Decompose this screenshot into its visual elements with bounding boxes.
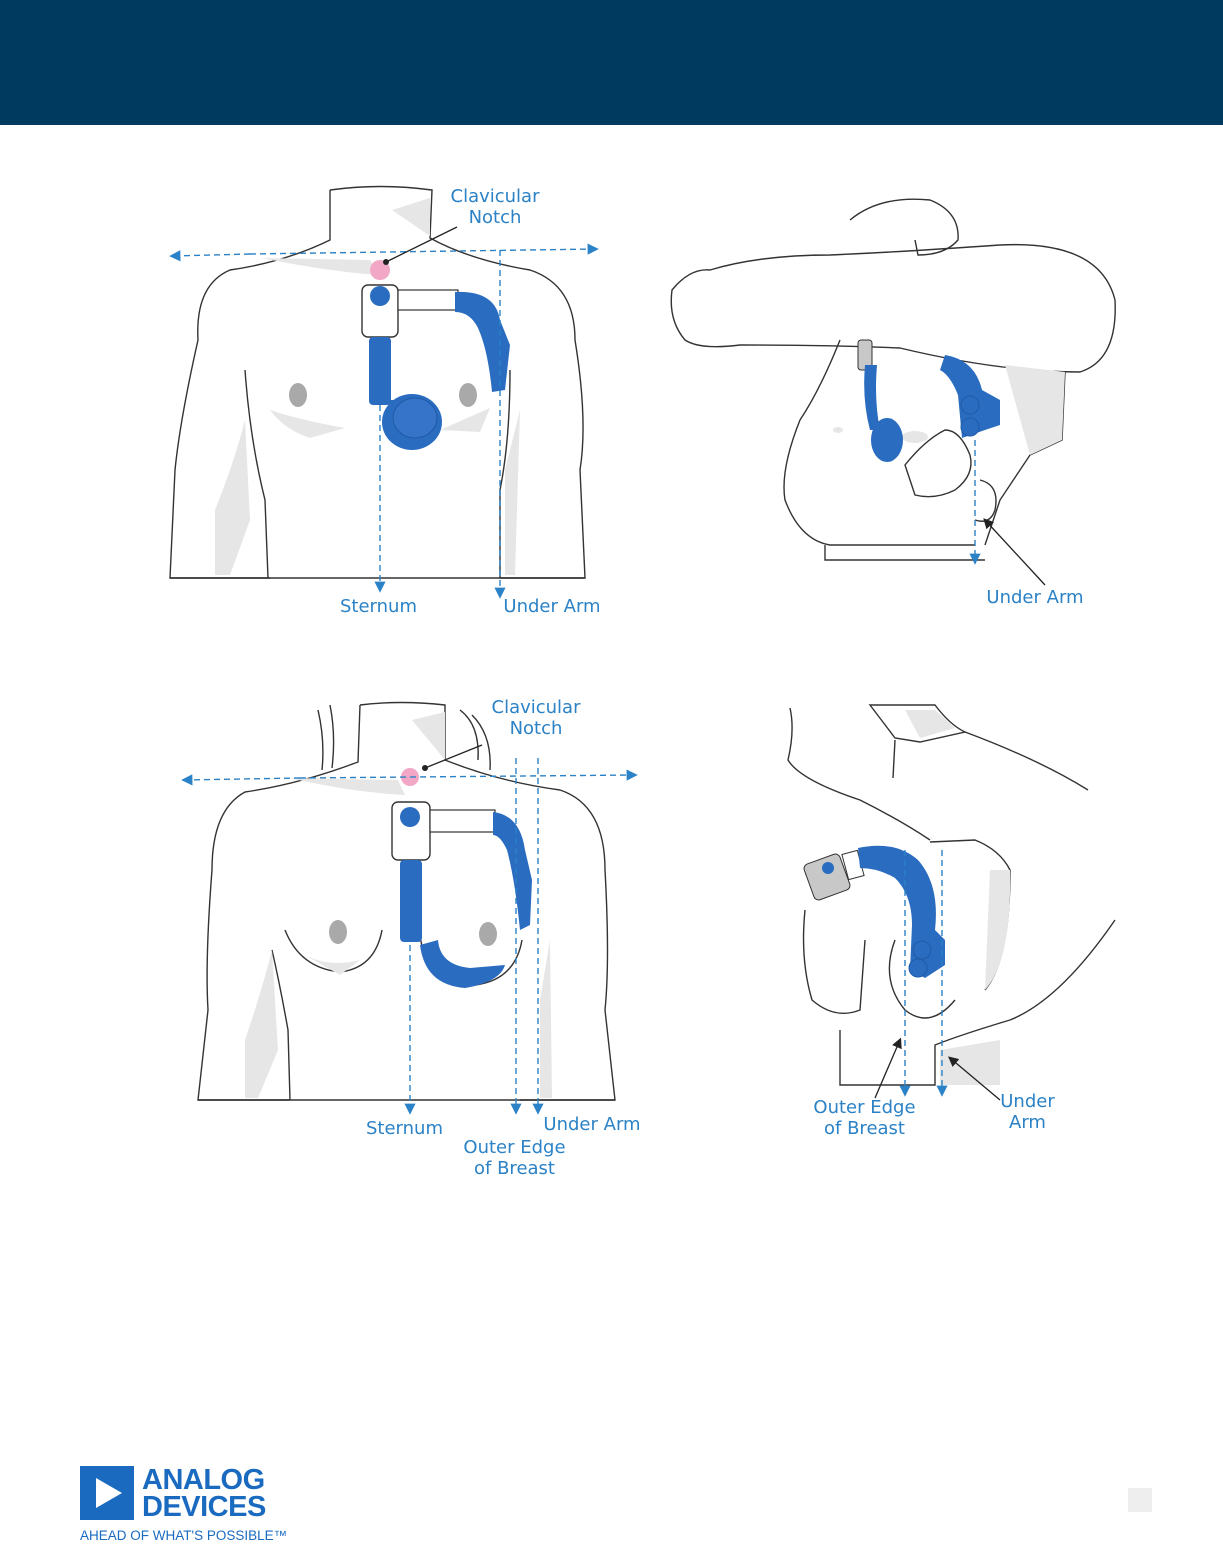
label-outer-edge-side: Outer Edge of Breast	[813, 1097, 916, 1139]
label-sternum-male: Sternum	[340, 596, 417, 617]
label-clavicular-notch-male: Clavicular Notch	[450, 186, 540, 228]
female-side-guide-lines	[899, 850, 948, 1097]
label-under-arm-female: Under Arm	[543, 1114, 641, 1135]
female-torso-shading	[245, 712, 552, 1098]
header-bar	[0, 0, 1223, 125]
female-guide-lines	[181, 758, 638, 1115]
male-notch-pointer	[385, 226, 458, 263]
male-torso-shading	[215, 198, 520, 575]
male-side-arm-raised	[670, 198, 1116, 561]
outer-edge-pointer	[874, 1037, 902, 1099]
label-sternum-female: Sternum	[366, 1118, 443, 1139]
analog-devices-triangle-icon	[80, 1466, 134, 1520]
page-number-box	[1128, 1488, 1152, 1512]
device-front-male	[361, 260, 510, 450]
analog-devices-logo: ANALOG DEVICES AHEAD OF WHAT'S POSSIBLE™	[80, 1466, 300, 1550]
label-under-arm-side: Under Arm	[986, 587, 1084, 608]
logo-word-devices: DEVICES	[142, 1491, 266, 1523]
device-side-raised	[857, 339, 1000, 462]
label-under-arm-male: Under Arm	[503, 596, 601, 617]
male-torso-front	[169, 185, 586, 579]
female-side-view	[787, 704, 1116, 1086]
side-under-arm-pointer	[983, 518, 1046, 586]
male-nipples	[289, 383, 477, 407]
female-notch-pointer	[424, 744, 483, 769]
device-front-female	[391, 768, 532, 988]
female-side-shading	[905, 710, 1011, 1085]
female-nipples	[329, 920, 497, 946]
device-side-female	[803, 845, 945, 978]
under-arm-pointer	[948, 1056, 1001, 1101]
male-guide-lines	[169, 243, 599, 599]
side-shading	[833, 365, 1065, 455]
label-under-arm-side-female: Under Arm	[1000, 1091, 1055, 1133]
logo-word-analog: ANALOG	[142, 1464, 265, 1496]
label-clavicular-notch-female: Clavicular Notch	[491, 697, 581, 739]
label-outer-edge-female: Outer Edge of Breast	[463, 1137, 566, 1179]
logo-tagline: AHEAD OF WHAT'S POSSIBLE™	[80, 1528, 288, 1543]
